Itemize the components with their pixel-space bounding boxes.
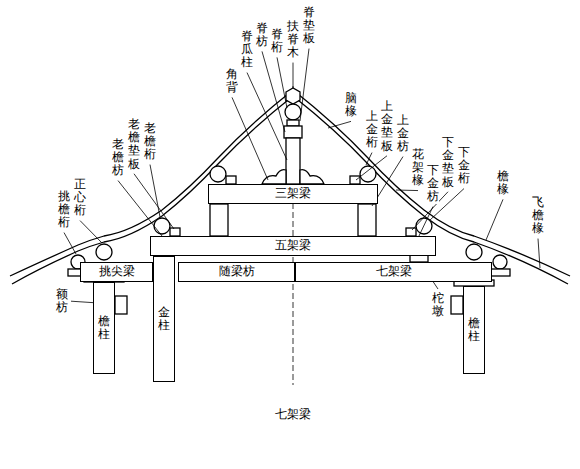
part-label: 角背 — [226, 68, 238, 94]
part-label: 下金桁 — [458, 146, 470, 186]
structure-drawing — [226, 176, 236, 184]
part-label: 下金垫板 — [442, 136, 454, 189]
column: 金柱 — [153, 256, 175, 382]
structure-drawing — [451, 296, 463, 314]
part-name: 檐柱 — [98, 315, 110, 341]
leader-line — [486, 199, 503, 240]
leader-line — [366, 153, 372, 165]
structure-drawing — [358, 204, 376, 236]
leader-line — [277, 57, 287, 108]
part-label: 上金桁 — [366, 110, 378, 150]
leader-line — [247, 73, 287, 160]
structure-drawing — [286, 138, 300, 184]
beam: 七架梁 — [295, 262, 492, 282]
structure-drawing — [115, 296, 127, 314]
structure-drawing — [300, 170, 324, 184]
leader-line — [134, 174, 174, 229]
structure-drawing — [210, 166, 226, 182]
part-label: 下金枋 — [427, 164, 439, 204]
part-name: 五架梁 — [275, 239, 311, 252]
part-label: 老檐垫板 — [128, 118, 140, 171]
part-name: 三架梁 — [275, 187, 311, 200]
leader-line — [232, 97, 268, 180]
structure-drawing — [350, 176, 360, 184]
leader-line — [328, 121, 351, 128]
leader-line — [396, 190, 418, 192]
leader-line — [538, 239, 540, 268]
part-label: 扶脊木 — [287, 20, 299, 60]
part-label: 花架椽 — [412, 148, 424, 188]
structure-drawing — [96, 244, 112, 260]
beam: 三架梁 — [208, 184, 378, 204]
part-name: 檐柱 — [468, 317, 480, 343]
part-label: 脊垫板 — [303, 6, 315, 46]
part-label: 额枋 — [56, 288, 68, 314]
column: 檐柱 — [463, 286, 485, 374]
structure-drawing — [493, 255, 507, 269]
leader-line — [262, 51, 285, 132]
leader-line — [293, 63, 294, 88]
leader-line — [80, 221, 102, 243]
part-label: 正心桁 — [74, 178, 86, 218]
part-label: 飞檐椽 — [532, 196, 544, 236]
leader-line — [300, 49, 309, 121]
structure-drawing — [170, 228, 180, 236]
structure-drawing — [286, 88, 300, 104]
structure-drawing — [284, 126, 302, 138]
structure-drawing — [360, 166, 376, 182]
part-label: 檐椽 — [497, 170, 509, 196]
part-name: 挑尖梁 — [99, 265, 135, 278]
beam: 随梁枋 — [178, 262, 295, 282]
structure-drawing — [210, 204, 228, 236]
column: 檐柱 — [93, 282, 115, 374]
part-name: 七架梁 — [376, 265, 412, 278]
part-name: 随梁枋 — [219, 265, 255, 278]
leader-line — [150, 165, 160, 217]
structure-drawing — [287, 120, 299, 126]
leader-line — [64, 233, 76, 254]
part-label: 老檐桁 — [144, 122, 156, 162]
part-label: 柁墩 — [432, 292, 444, 318]
part-label: 上金枋 — [397, 114, 409, 154]
part-label: 老檐枋 — [112, 138, 124, 178]
part-label: 脑椽 — [345, 92, 357, 118]
structure-drawing — [406, 228, 416, 236]
part-label: 挑檐桁 — [58, 190, 70, 230]
caption: 七架梁 — [275, 406, 311, 423]
structure-drawing — [466, 244, 482, 260]
part-label: 上金垫板 — [381, 100, 393, 153]
part-label: 脊桁 — [271, 28, 283, 54]
leader-line — [418, 207, 433, 238]
leader-line — [118, 181, 162, 236]
leader-line — [356, 156, 387, 180]
structure-drawing — [490, 269, 510, 276]
part-label: 脊枋 — [256, 22, 268, 48]
part-label: 脊瓜柱 — [241, 30, 253, 70]
structure-drawing — [262, 170, 286, 184]
beam: 五架梁 — [150, 236, 436, 256]
beam: 挑尖梁 — [80, 262, 153, 282]
part-name: 金柱 — [158, 306, 170, 332]
structure-drawing — [10, 86, 570, 385]
structure-drawing — [285, 104, 301, 120]
